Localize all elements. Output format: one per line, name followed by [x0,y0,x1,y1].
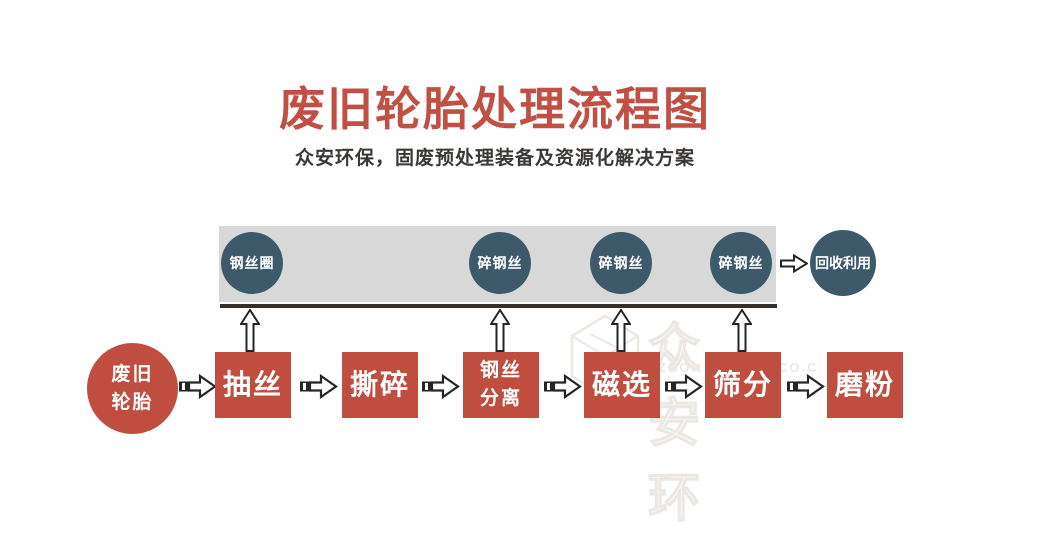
page-subtitle: 众安环保，固废预处理装备及资源化解决方案 [294,147,695,169]
step-label: 抽丝 [222,368,283,400]
output-label: 碎钢丝 [718,255,764,271]
up-arrow-icon [490,309,510,352]
output-circle-steel-ring: 钢丝圈 [221,232,283,294]
flow-arrow-icon [544,373,582,400]
output-label: 钢丝圈 [229,255,275,271]
step-label: 磁选 [591,368,652,400]
step-label: 磨粉 [834,368,895,400]
step-label-line2: 分离 [479,388,522,409]
step-label: 筛分 [712,368,773,400]
step-label: 撕碎 [349,368,410,400]
flow-arrow-icon [300,373,338,400]
flow-arrow-icon [787,373,825,400]
output-label: 碎钢丝 [598,255,644,271]
up-arrow-icon [611,309,631,352]
recycle-circle: 回收利用 [810,230,876,296]
watermark-text: 众安环保 [647,319,711,529]
flow-arrow-icon [665,373,703,400]
flow-arrow-icon [422,373,460,400]
step-box-grinding: 磨粉 [827,352,903,418]
flow-arrow-icon [179,373,217,400]
step-box-screening: 筛分 [705,352,781,418]
track-underline [220,304,777,308]
up-arrow-icon [240,309,260,352]
output-circle-broken-wire-3: 碎钢丝 [710,232,772,294]
page-title: 废旧轮胎处理流程图 [279,83,711,135]
source-label-line1: 废旧 [111,363,154,385]
header: 废旧轮胎处理流程图 众安环保，固废预处理装备及资源化解决方案 [0,84,990,170]
source-circle-waste-tire: 废旧 轮胎 [87,343,178,434]
output-label: 碎钢丝 [477,255,523,271]
output-circle-broken-wire-2: 碎钢丝 [590,232,652,294]
up-arrow-icon [732,309,752,352]
step-box-shredding: 撕碎 [342,352,418,418]
output-circle-broken-wire-1: 碎钢丝 [469,232,531,294]
step-box-magnetic-separation: 磁选 [584,352,660,418]
step-box-wire-separation: 钢丝 分离 [463,352,539,418]
step-label-line1: 钢丝 [479,360,522,382]
source-label-line2: 轮胎 [111,391,154,413]
recycle-label: 回收利用 [815,255,871,271]
step-box-wire-drawing: 抽丝 [215,352,291,418]
recycle-arrow-icon [780,254,808,273]
